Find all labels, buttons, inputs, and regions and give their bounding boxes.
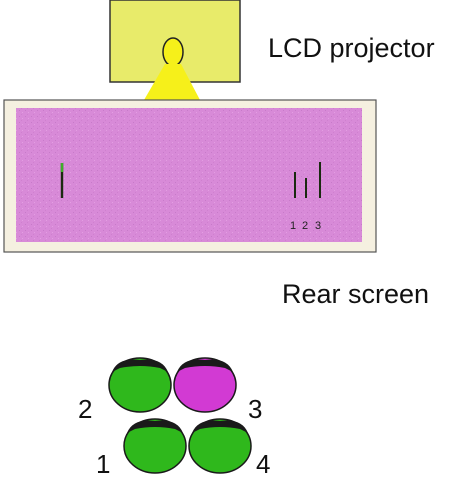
seat-3 [173, 357, 237, 413]
seat-3-label: 3 [248, 394, 263, 424]
rear-screen [3, 99, 377, 253]
seat-4 [188, 418, 252, 474]
projector-label: LCD projector [268, 33, 435, 63]
seat-1-head [123, 418, 187, 474]
seat-2-label: 2 [78, 394, 93, 424]
lcd-projector [109, 0, 241, 100]
screen-surface [16, 108, 362, 242]
seat-2 [108, 357, 172, 413]
rear-screen-label: Rear screen [282, 279, 430, 309]
seat-4-head [188, 418, 252, 474]
projector-lens [162, 37, 184, 67]
bar-label-3: 3 [315, 220, 322, 232]
seat-4-hair [192, 420, 248, 433]
seat-1 [123, 418, 187, 474]
projector-beam [144, 64, 200, 100]
seat-1-label: 1 [96, 449, 111, 479]
seat-4-label: 4 [256, 449, 271, 479]
seat-2-hair [112, 359, 168, 372]
bar-label-2: 2 [302, 220, 309, 232]
seat-3-hair [177, 359, 233, 372]
bar-label-1: 1 [290, 220, 297, 232]
seat-3-head [173, 357, 237, 413]
seat-2-head [108, 357, 172, 413]
seat-1-hair [127, 420, 183, 433]
